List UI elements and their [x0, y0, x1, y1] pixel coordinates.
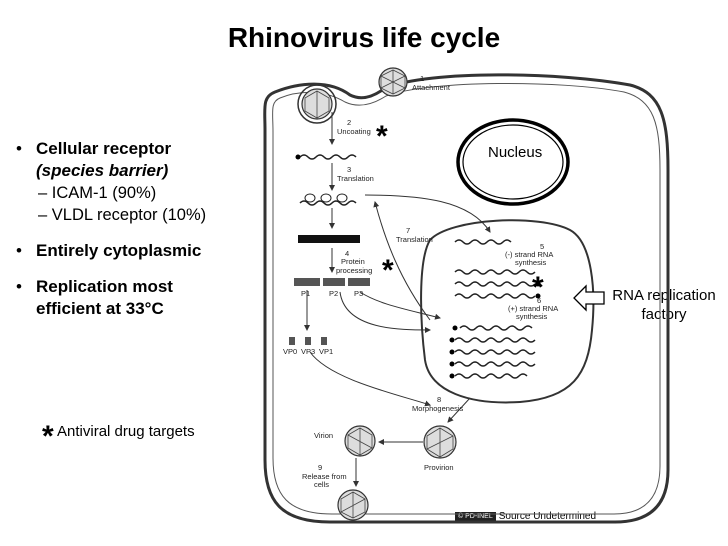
sub-bullet-icam: – ICAM-1 (90%)	[38, 184, 157, 202]
asterisk-replication-icon: *	[532, 271, 544, 304]
step-number: 8	[437, 395, 441, 404]
bullet-subtitle: (species barrier)	[36, 161, 169, 180]
label-neg-strand-2: synthesis	[515, 258, 547, 267]
label-p3: P3	[354, 289, 363, 298]
rna-label-line1: RNA replication	[612, 287, 716, 304]
asterisk-uncoating-icon: *	[376, 120, 388, 153]
label-neg-strand: (-) strand RNA	[505, 250, 553, 259]
legend-text: Antiviral drug targets	[57, 423, 195, 440]
label-protein: Protein	[341, 257, 365, 266]
virus-endocytosed-icon	[297, 84, 337, 124]
bullet-text: Cellular receptor	[36, 139, 172, 158]
label-attachment: Attachment	[412, 83, 451, 92]
label-uncoating: Uncoating	[337, 127, 371, 136]
rna-strand	[299, 154, 357, 160]
step-number: 6	[537, 296, 541, 305]
asterisk-icon: *	[42, 420, 54, 453]
label-virion: Virion	[314, 431, 333, 440]
provirion-icon	[423, 425, 457, 459]
p3-bar	[348, 278, 370, 286]
rna-ribosome	[299, 200, 357, 206]
rna-label-line2: factory	[641, 306, 687, 323]
bullet-replication: • Replication most efficient at 33°C	[16, 276, 276, 320]
label-vp1: VP1	[319, 347, 333, 356]
page-title: Rhinovirus life cycle	[227, 22, 501, 53]
cell-membrane	[263, 73, 670, 524]
step-number: 1	[420, 74, 424, 83]
source-text: Source Undetermined	[498, 511, 597, 522]
label-vp0: VP0	[283, 347, 297, 356]
rna-replication-label: RNA replication factory	[602, 286, 726, 324]
legend-antiviral: * Antiviral drug targets	[42, 420, 195, 454]
polyprotein-bar	[298, 235, 360, 243]
pointer-arrow-icon	[573, 284, 605, 312]
bullet-cytoplasmic: • Entirely cytoplasmic	[16, 240, 276, 262]
replication-rna-strands	[454, 239, 536, 379]
step-number: 5	[540, 242, 544, 251]
label-processing: processing	[336, 266, 372, 275]
step-number: 9	[318, 463, 322, 472]
label-pos-strand-2: synthesis	[516, 312, 548, 321]
bullet-text-line2: efficient at 33°C	[36, 299, 164, 318]
step-number: 4	[345, 249, 349, 258]
label-provirion: Provirion	[424, 463, 454, 472]
bullet-cellular-receptor: • Cellular receptor (species barrier)	[16, 138, 276, 182]
bullet-text: Entirely cytoplasmic	[36, 241, 202, 260]
label-vp3: VP3	[301, 347, 315, 356]
asterisk-processing-icon: *	[382, 254, 394, 287]
bullet-dot: •	[16, 277, 22, 296]
label-translation-7: Translation	[396, 235, 433, 244]
nucleus-inner	[462, 124, 564, 200]
released-virus-icon	[337, 489, 369, 521]
step-number: 7	[406, 226, 410, 235]
step-number: 3	[347, 165, 351, 174]
bullet-list: • Cellular receptor (species barrier) – …	[16, 138, 276, 320]
virion-icon	[344, 425, 376, 457]
virus-attachment-icon	[378, 67, 408, 97]
replication-factory	[420, 219, 595, 404]
label-p1: P1	[301, 289, 310, 298]
label-pos-strand: (+) strand RNA	[508, 304, 558, 313]
cc-license-icon: © PD-INEL	[455, 511, 496, 521]
label-translation: Translation	[337, 174, 374, 183]
cell-membrane-inner	[272, 82, 661, 515]
sub-bullet-vldl: – VLDL receptor (10%)	[38, 206, 207, 224]
label-p2: P2	[329, 289, 338, 298]
p1-bar	[294, 278, 320, 286]
p2-bar	[323, 278, 345, 286]
label-release: Release from	[302, 472, 347, 481]
label-morphogenesis: Morphogenesis	[412, 404, 464, 413]
bullet-text: Replication most	[36, 277, 173, 296]
nucleus	[456, 118, 570, 206]
bullet-dot: •	[16, 241, 22, 260]
label-release-cells: cells	[314, 480, 329, 489]
nucleus-label: Nucleus	[488, 144, 542, 161]
bullet-dot: •	[16, 139, 22, 158]
step-number: 2	[347, 118, 351, 127]
